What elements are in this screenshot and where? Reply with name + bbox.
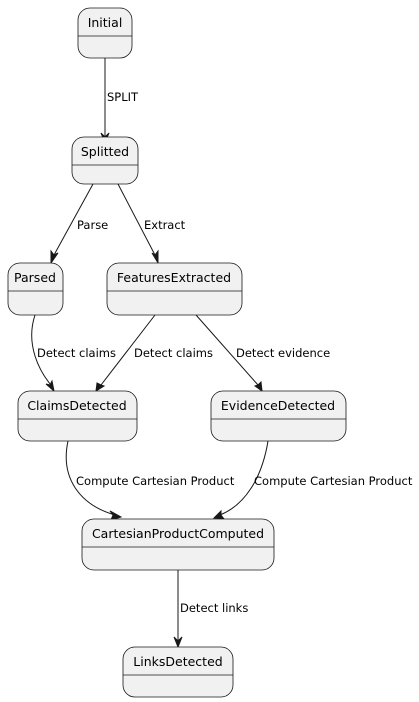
state-links-detected: LinksDetected [122,646,234,698]
state-evidence-detected: EvidenceDetected [210,390,347,442]
transition-initial-to-splitted: SPLIT [100,58,139,145]
transition-claims-to-cartesian: Compute Cartesian Product [65,440,235,521]
transition-label: Detect links [180,601,248,615]
state-cartesian-product-computed: CartesianProductComputed [81,518,275,571]
transition-label: Extract [144,218,186,232]
state-title: Parsed [14,270,56,285]
state-features-extracted: FeaturesExtracted [106,262,243,316]
state-title: ClaimsDetected [27,398,126,413]
state-title: FeaturesExtracted [117,270,231,285]
state-claims-detected: ClaimsDetected [17,390,138,442]
transition-features-to-claims: Detect claims [95,314,213,392]
state-splitted: Splitted [71,136,139,185]
state-title: LinksDetected [133,654,222,669]
transition-label: Detect evidence [236,346,330,360]
state-title: EvidenceDetected [221,398,335,413]
transition-splitted-to-parsed: Parse [50,183,108,265]
transition-label: Detect claims [37,346,116,360]
transition-label: Compute Cartesian Product [76,474,235,488]
state-initial: Initial [77,7,133,59]
transition-features-to-evidence: Detect evidence [195,314,330,393]
state-title: Initial [88,15,123,30]
transition-label: Parse [77,218,108,232]
transition-evidence-to-cartesian: Compute Cartesian Product [212,440,413,520]
transition-label: Compute Cartesian Product [254,474,413,488]
transition-label: Detect claims [134,346,213,360]
state-parsed: Parsed [7,262,64,316]
state-title: CartesianProductComputed [92,526,264,541]
transition-parsed-to-claims: Detect claims [31,314,116,393]
state-title: Splitted [81,144,129,159]
transition-label: SPLIT [107,90,139,104]
transition-cartesian-to-links: Detect links [173,570,248,649]
transition-splitted-to-features: Extract [117,183,186,265]
